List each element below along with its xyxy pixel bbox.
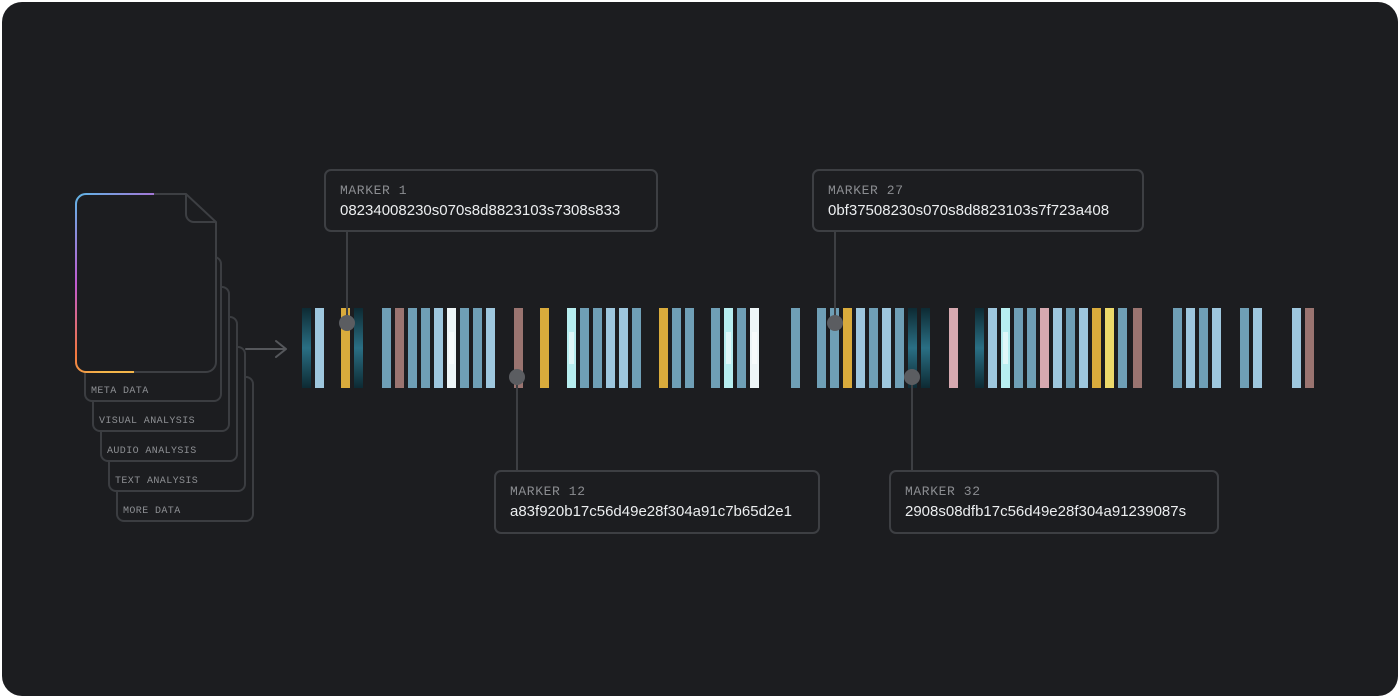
marker-32-box: MARKER 32 2908s08dfb17c56d49e28f304a9123… xyxy=(889,470,1219,534)
marker-32-dot xyxy=(904,369,920,385)
stack-label-text-analysis: TEXT ANALYSIS xyxy=(115,476,199,487)
marker-1-connector xyxy=(346,230,348,324)
barcode-bar-glow xyxy=(449,332,454,364)
barcode-bar xyxy=(1092,308,1101,388)
barcode-bar xyxy=(1305,308,1314,388)
barcode-bar xyxy=(1133,308,1142,388)
barcode-bar xyxy=(737,308,746,388)
barcode-bar xyxy=(659,308,668,388)
barcode-bar xyxy=(908,308,917,388)
barcode-bar xyxy=(1292,308,1301,388)
barcode-bar xyxy=(711,308,720,388)
barcode-bar xyxy=(580,308,589,388)
marker-1-hash: 08234008230s070s8d8823103s7308s833 xyxy=(340,202,621,219)
stack-label-meta-data: META DATA xyxy=(91,386,149,397)
barcode-bar xyxy=(540,308,549,388)
barcode-bar xyxy=(341,308,350,388)
barcode-bar xyxy=(1079,308,1088,388)
barcode-bar xyxy=(460,308,469,388)
barcode-bar xyxy=(895,308,904,388)
barcode-bar xyxy=(921,308,930,388)
barcode-bar xyxy=(408,308,417,388)
barcode-bar-glow xyxy=(1003,332,1008,364)
barcode-bar xyxy=(632,308,641,388)
marker-1-box: MARKER 1 08234008230s070s8d8823103s7308s… xyxy=(324,169,658,232)
stack-label-audio-analysis: AUDIO ANALYSIS xyxy=(107,446,197,457)
barcode-bar xyxy=(421,308,430,388)
barcode-bar xyxy=(1173,308,1182,388)
barcode-bar-glow xyxy=(726,332,731,364)
barcode-bar xyxy=(1053,308,1062,388)
marker-27-hash: 0bf37508230s070s8d8823103s7f723a408 xyxy=(828,202,1110,219)
barcode-bar xyxy=(514,308,523,388)
barcode-bar xyxy=(856,308,865,388)
barcode-bar xyxy=(606,308,615,388)
barcode-bar xyxy=(1186,308,1195,388)
barcode-bar xyxy=(882,308,891,388)
barcode-bar xyxy=(1212,308,1221,388)
marker-32-connector xyxy=(911,378,913,474)
barcode-bar xyxy=(988,308,997,388)
barcode-bar xyxy=(869,308,878,388)
barcode-bar xyxy=(843,308,852,388)
barcode-bar xyxy=(685,308,694,388)
marker-12-title: MARKER 12 xyxy=(510,484,586,499)
barcode-bar xyxy=(1253,308,1262,388)
marker-27-box: MARKER 27 0bf37508230s070s8d8823103s7f72… xyxy=(812,169,1144,232)
barcode-bar xyxy=(593,308,602,388)
barcode-bar xyxy=(315,308,324,388)
barcode-bar xyxy=(486,308,495,388)
stack-label-visual-analysis: VISUAL ANALYSIS xyxy=(99,416,196,427)
arrow-right-icon xyxy=(245,340,287,358)
barcode-bar xyxy=(830,308,839,388)
barcode-bar-glow xyxy=(752,332,757,364)
marker-1-title: MARKER 1 xyxy=(340,183,408,198)
barcode-bar xyxy=(1040,308,1049,388)
barcode-bar xyxy=(672,308,681,388)
barcode-bar xyxy=(302,308,311,388)
barcode-bar xyxy=(354,308,363,388)
marker-12-hash: a83f920b17c56d49e28f304a91c7b65d2e1 xyxy=(510,503,792,520)
document-icon xyxy=(75,193,217,373)
marker-27-dot xyxy=(827,315,843,331)
marker-12-box: MARKER 12 a83f920b17c56d49e28f304a91c7b6… xyxy=(494,470,820,534)
barcode-bar xyxy=(1199,308,1208,388)
barcode-bar xyxy=(473,308,482,388)
barcode-bar xyxy=(949,308,958,388)
barcode-bar xyxy=(975,308,984,388)
marker-12-dot xyxy=(509,369,525,385)
marker-27-title: MARKER 27 xyxy=(828,183,904,198)
barcode-bar xyxy=(619,308,628,388)
barcode-bar xyxy=(1014,308,1023,388)
marker-32-hash: 2908s08dfb17c56d49e28f304a91239087s xyxy=(905,503,1187,520)
barcode-bar xyxy=(395,308,404,388)
barcode-bar xyxy=(434,308,443,388)
marker-12-connector xyxy=(516,378,518,474)
barcode-bar xyxy=(1066,308,1075,388)
barcode-bar xyxy=(817,308,826,388)
barcode-bar xyxy=(1240,308,1249,388)
barcode-bar xyxy=(382,308,391,388)
stack-label-more-data: MORE DATA xyxy=(123,506,181,517)
marker-27-connector xyxy=(834,230,836,324)
barcode-bar xyxy=(1118,308,1127,388)
barcode-bar xyxy=(1105,308,1114,388)
barcode-bar xyxy=(1027,308,1036,388)
marker-32-title: MARKER 32 xyxy=(905,484,981,499)
marker-1-dot xyxy=(339,315,355,331)
barcode-bar-glow xyxy=(569,332,574,364)
barcode-bar xyxy=(791,308,800,388)
